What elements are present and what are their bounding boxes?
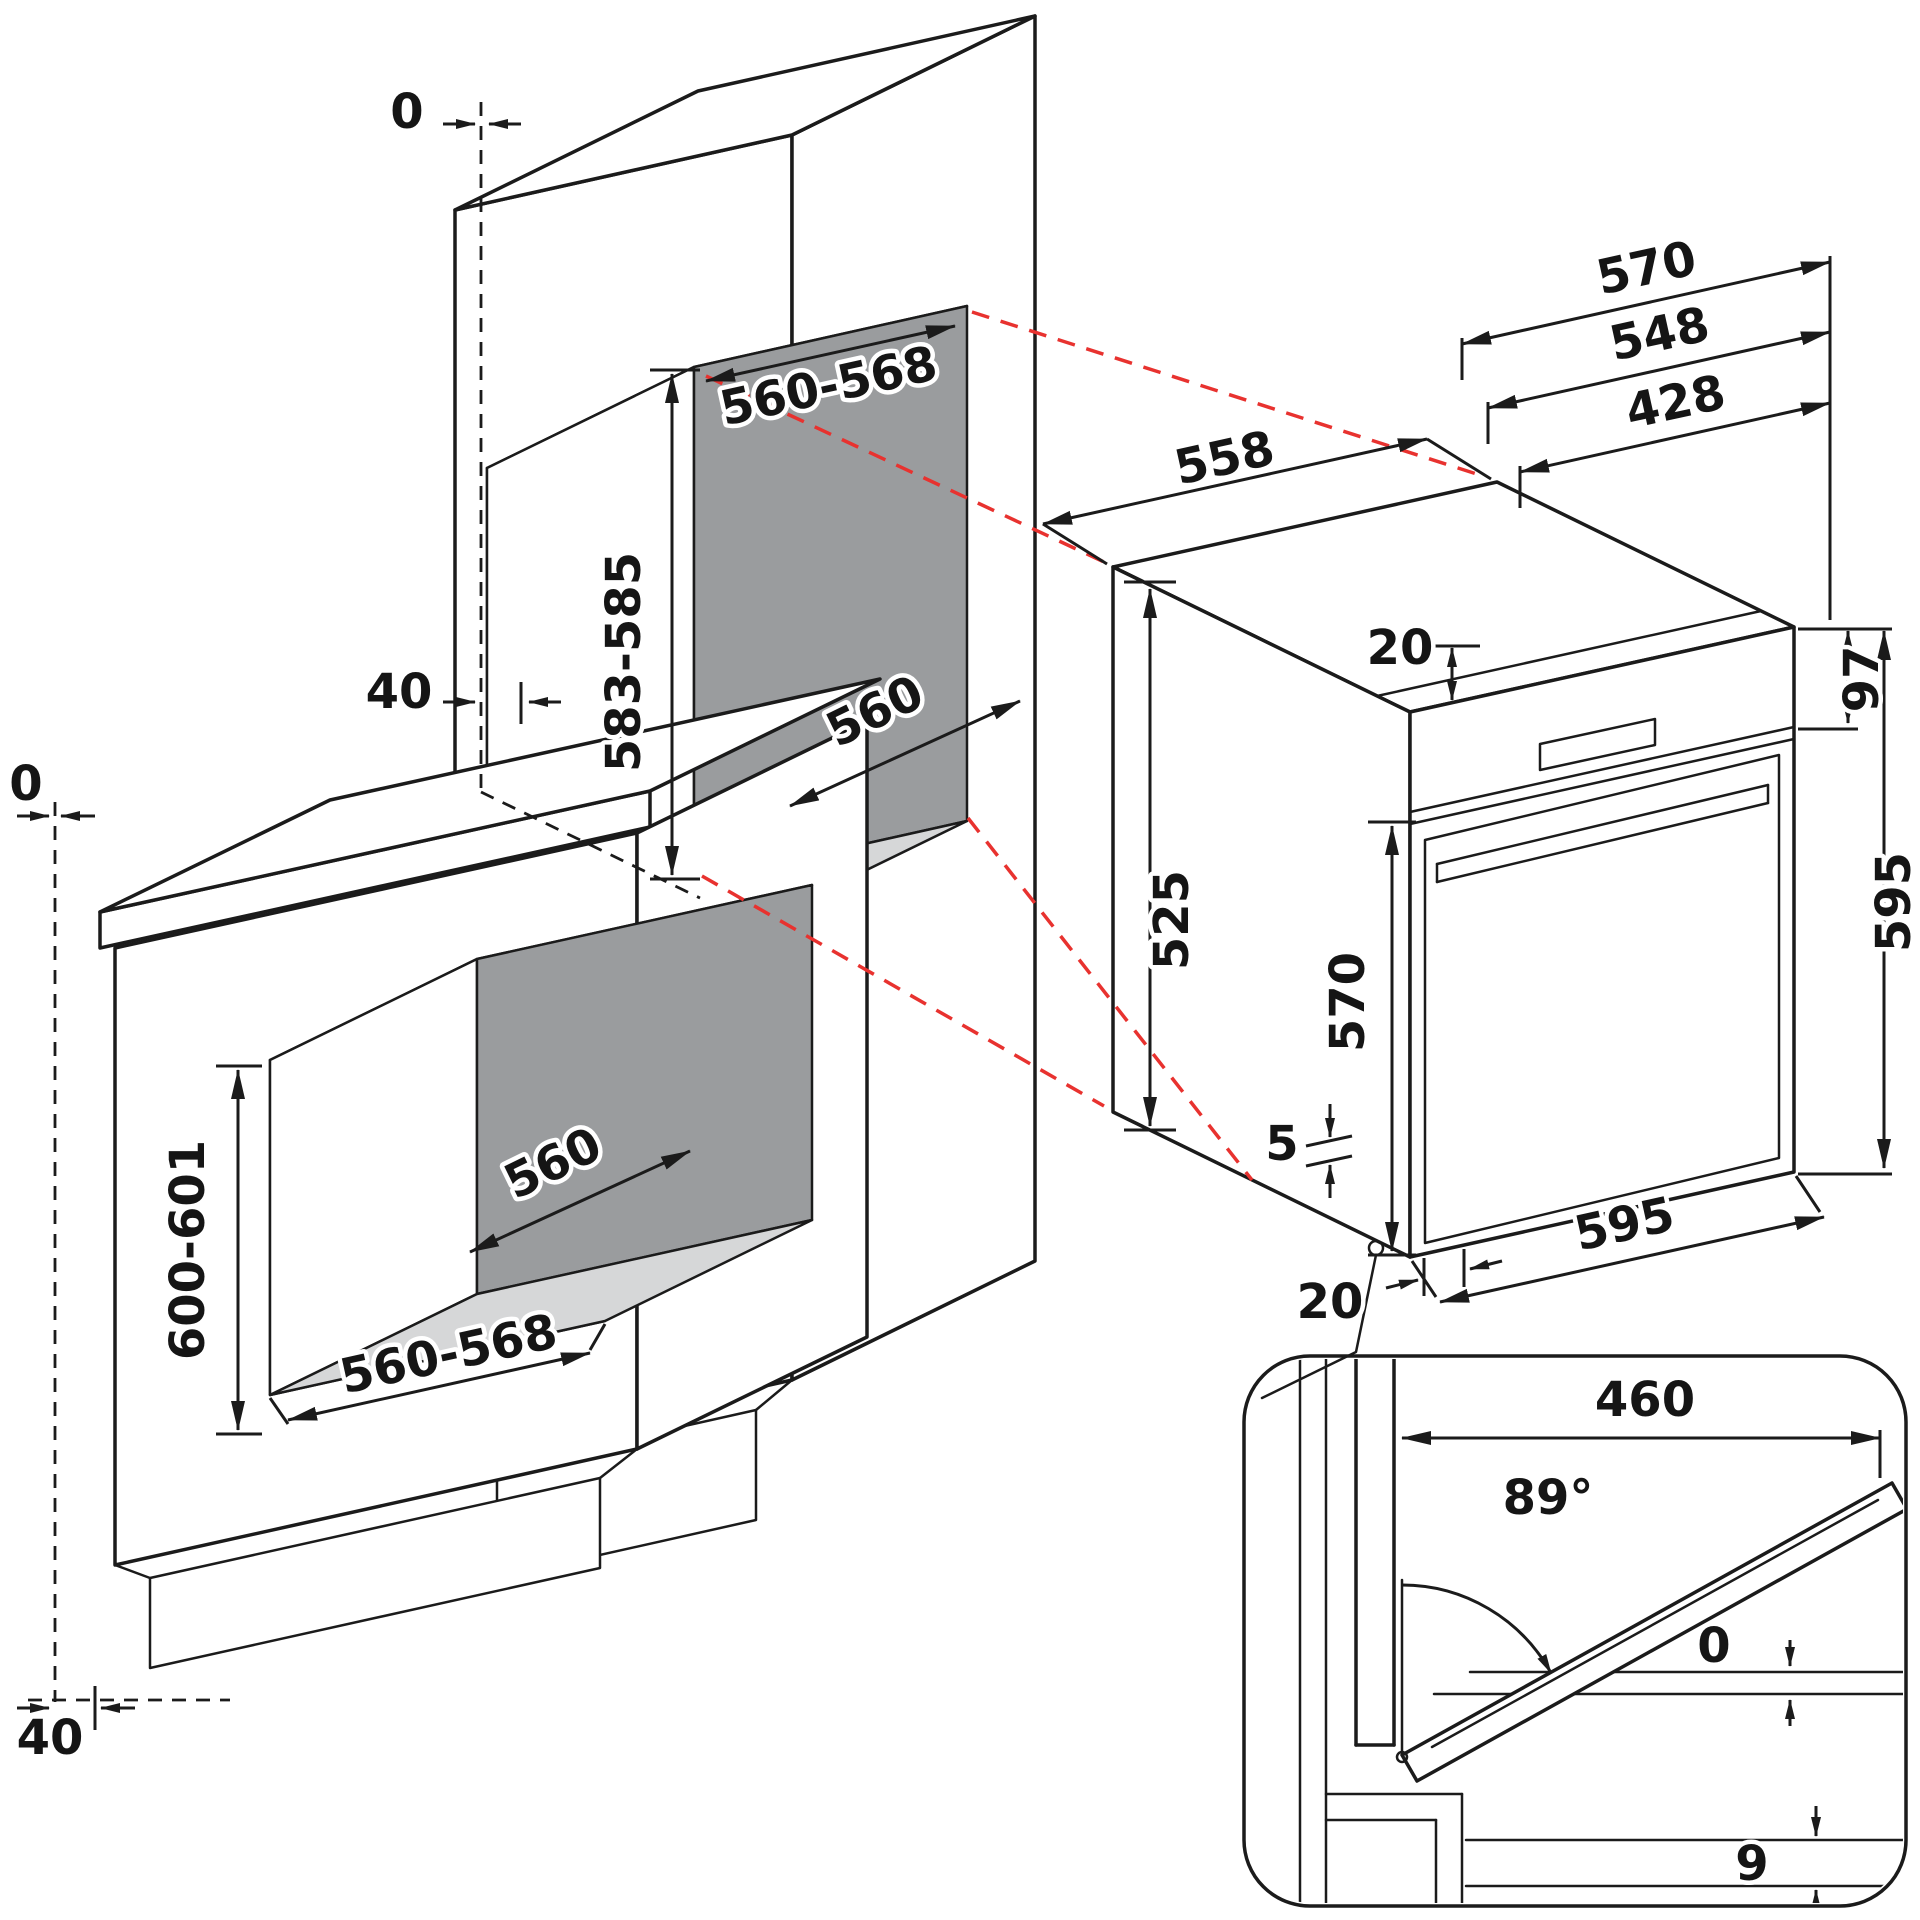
projection-line <box>701 874 1105 1108</box>
dim-detail-floor-gap: 9 <box>1735 1836 1768 1892</box>
oven-panel-divider <box>1408 725 1796 814</box>
oven-foot-marker <box>1367 1239 1385 1257</box>
base-cabinet-plinth <box>148 1476 602 1670</box>
projection-line <box>966 816 1254 1182</box>
dim-oven-panel-height: 97 <box>1834 646 1890 713</box>
oven-body-depth-dim <box>1487 330 1831 410</box>
detail-angle-arc <box>1401 1583 1553 1674</box>
dim-oven-front-height: 570 <box>1320 952 1376 1052</box>
oven-door <box>1423 753 1781 1245</box>
dim-detail-flush-gap: 0 <box>1697 1618 1730 1674</box>
oven-back-width-dim <box>1042 437 1428 526</box>
oven-door-depth-dim <box>1519 401 1831 474</box>
detail-open-door <box>1400 1481 1903 1783</box>
oven <box>1111 480 1796 1259</box>
dim-base-bottom-gap: 40 <box>17 1710 84 1766</box>
tall-niche-width-dim <box>705 324 956 383</box>
oven-front-width-dim <box>1439 1215 1825 1304</box>
dim-oven-bottom-clearance: 20 <box>1297 1274 1364 1330</box>
detail-hinge <box>1395 1750 1409 1764</box>
base-niche-depth-dim <box>469 1149 691 1254</box>
base-cabinet <box>98 677 882 1670</box>
base-niche-width-dim <box>287 1351 591 1422</box>
oven-handle <box>1435 783 1770 866</box>
dim-tall-top-gap: 0 <box>390 84 423 140</box>
door-detail-inset: 460 89° 0 9 <box>1242 1253 1908 1908</box>
dim-base-niche-height: 600-601 <box>160 1140 216 1360</box>
base-niche-floor-panel <box>268 1218 814 1397</box>
oven-front-face <box>1408 625 1796 1259</box>
dim-detail-door-width: 460 <box>1595 1372 1695 1428</box>
dim-oven-top-clearance: 20 <box>1367 620 1434 676</box>
dim-tall-niche-height: 583-585 <box>596 552 652 772</box>
detail-border <box>1242 1354 1908 1908</box>
tall-niche-depth-dim <box>789 699 1021 808</box>
dim-tall-side-gap: 40 <box>366 664 433 720</box>
projection-line <box>705 374 1105 564</box>
detail-leader-line <box>1260 1253 1378 1400</box>
dim-base-top-gap: 0 <box>9 756 42 812</box>
oven-display <box>1538 717 1657 772</box>
dim-oven-total-height: 595 <box>1866 852 1920 952</box>
dim-oven-foot-gap: 5 <box>1265 1116 1298 1172</box>
oven-total-depth-dim <box>1461 260 1831 346</box>
dimensions: 0 40 560-568 583-585 560 0 40 560 600-60… <box>5 80 1920 1771</box>
dim-detail-open-angle: 89° <box>1503 1470 1594 1526</box>
dim-oven-front-width: 595 <box>1570 1186 1680 1262</box>
dim-oven-body-height: 525 <box>1144 870 1200 970</box>
projection-lines <box>701 310 1487 1182</box>
tall-cabinet-top-face <box>453 14 1037 212</box>
dim-oven-back-width: 558 <box>1170 420 1280 496</box>
